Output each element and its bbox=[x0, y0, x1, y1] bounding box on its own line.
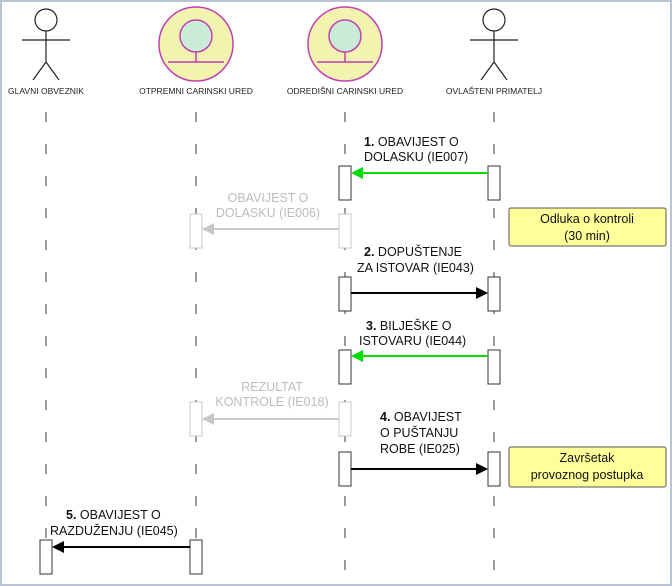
message-1-line2: DOLASKU (IE007) bbox=[364, 150, 468, 164]
message-1: 1. OBAVIJEST O DOLASKU (IE007) bbox=[351, 135, 488, 179]
message-3-line1: BILJEŠKE O bbox=[380, 318, 452, 333]
participant-label-ovlasteni-primatelj: OVLAŠTENI PRIMATELJ bbox=[446, 86, 542, 96]
boundary-odredisni-ured-icon bbox=[307, 6, 383, 82]
activation-bar bbox=[338, 451, 352, 487]
message-ie006-line2: DOLASKU (IE006) bbox=[216, 206, 320, 220]
activation-bar bbox=[487, 349, 501, 385]
participant-label-otpremni-ured: OTPREMNI CARINSKI URED bbox=[139, 86, 253, 96]
message-4: 4. OBAVIJEST O PUŠTANJU ROBE (IE025) bbox=[351, 410, 488, 475]
svg-text:2. DOPUŠTENJE: 2. DOPUŠTENJE bbox=[364, 244, 462, 259]
lifelines bbox=[45, 112, 495, 584]
message-ie006-line1: OBAVIJEST O bbox=[228, 191, 309, 205]
participant-label-glavni-obveznik: GLAVNI OBVEZNIK bbox=[8, 86, 84, 96]
activation-bar bbox=[338, 401, 352, 437]
svg-text:3. BILJEŠKE O: 3. BILJEŠKE O bbox=[366, 318, 452, 333]
message-1-number: 1. bbox=[364, 135, 374, 149]
note-1-line2: (30 min) bbox=[564, 229, 610, 243]
activation-bar bbox=[338, 165, 352, 201]
participant-label-odredisni-ured: ODREDIŠNI CARINSKI URED bbox=[287, 86, 403, 96]
activation-bar bbox=[189, 539, 203, 575]
message-3-number: 3. bbox=[366, 319, 376, 333]
activation-bar bbox=[487, 165, 501, 201]
message-ie018-line2: KONTROLE (IE018) bbox=[215, 395, 328, 409]
note-2-line2: provoznog postupka bbox=[531, 468, 644, 482]
note-odluka-o-kontroli: Odluka o kontroli (30 min) bbox=[508, 207, 667, 247]
activation-bar bbox=[338, 213, 352, 249]
message-ie018: REZULTAT KONTROLE (IE018) bbox=[202, 380, 339, 425]
message-1-line1: OBAVIJEST O bbox=[378, 135, 459, 149]
boundary-otpremni-ured-icon bbox=[158, 6, 234, 82]
message-5-number: 5. bbox=[66, 508, 76, 522]
note-zavrsetak-postupka: Završetak provoznog postupka bbox=[508, 446, 667, 488]
activation-bar bbox=[338, 276, 352, 312]
svg-text:4. OBAVIJEST: 4. OBAVIJEST bbox=[380, 410, 462, 424]
activation-bar bbox=[338, 349, 352, 385]
message-5-line2: RAZDUŽENJU (IE045) bbox=[50, 523, 178, 538]
message-ie006: OBAVIJEST O DOLASKU (IE006) bbox=[202, 191, 339, 235]
svg-text:5. OBAVIJEST O: 5. OBAVIJEST O bbox=[66, 508, 161, 522]
message-3-line2: ISTOVARU (IE044) bbox=[359, 334, 466, 348]
note-1-line1: Odluka o kontroli bbox=[540, 212, 634, 226]
message-5: 5. OBAVIJEST O RAZDUŽENJU (IE045) bbox=[50, 508, 190, 553]
note-2-line1: Završetak bbox=[560, 451, 616, 465]
message-3: 3. BILJEŠKE O ISTOVARU (IE044) bbox=[351, 318, 488, 362]
message-2: 2. DOPUŠTENJE ZA ISTOVAR (IE043) bbox=[351, 244, 488, 299]
message-2-line1: DOPUŠTENJE bbox=[378, 244, 462, 259]
message-2-number: 2. bbox=[364, 245, 374, 259]
activation-bar bbox=[487, 451, 501, 487]
message-4-number: 4. bbox=[380, 410, 390, 424]
activation-bar bbox=[39, 539, 53, 575]
activation-bar bbox=[189, 401, 203, 437]
activation-bar bbox=[487, 276, 501, 312]
message-4-line2: O PUŠTANJU bbox=[380, 425, 458, 440]
message-4-line3: ROBE (IE025) bbox=[380, 442, 460, 456]
svg-text:1. OBAVIJEST O: 1. OBAVIJEST O bbox=[364, 135, 459, 149]
message-2-line2: ZA ISTOVAR (IE043) bbox=[357, 261, 474, 275]
message-5-line1: OBAVIJEST O bbox=[80, 508, 161, 522]
message-4-line1: OBAVIJEST bbox=[394, 410, 462, 424]
activation-bar bbox=[189, 213, 203, 249]
actor-glavni-obveznik-icon bbox=[22, 8, 70, 81]
actor-ovlasteni-primatelj-icon bbox=[470, 8, 518, 81]
message-ie018-line1: REZULTAT bbox=[241, 380, 303, 394]
activations bbox=[39, 165, 501, 575]
